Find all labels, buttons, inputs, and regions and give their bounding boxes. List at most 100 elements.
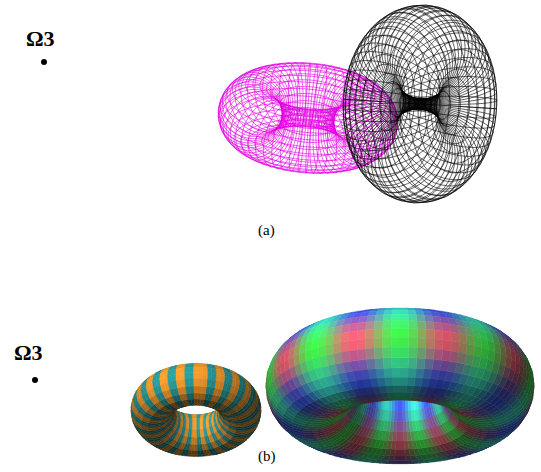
surface-patch <box>406 401 409 411</box>
mesh-line <box>418 40 495 173</box>
surface-patch <box>168 375 173 383</box>
surface-patch <box>216 416 218 423</box>
mesh-line <box>425 50 491 164</box>
mesh-line <box>248 124 364 171</box>
surface-patch <box>203 367 208 373</box>
surface-patch <box>397 411 400 421</box>
surface-patch <box>185 367 190 373</box>
surface-patch <box>194 364 198 367</box>
mesh-line <box>381 10 491 200</box>
mesh-line <box>380 82 404 123</box>
surface-patch <box>189 379 194 386</box>
surface-patch <box>189 372 194 379</box>
surface-patch <box>400 411 403 421</box>
mesh-line <box>218 82 397 155</box>
mesh-line <box>234 115 377 173</box>
mesh-line <box>350 8 460 198</box>
mesh-line <box>437 78 470 135</box>
surface-patch <box>216 374 221 382</box>
surface-patch <box>194 386 198 393</box>
surface-patch <box>400 461 406 464</box>
surface-patch <box>177 419 179 426</box>
surface-patch <box>403 401 406 411</box>
surface-patch <box>220 375 225 383</box>
mesh-line <box>435 69 478 144</box>
surface-patch <box>198 372 203 379</box>
mesh-line <box>345 35 422 168</box>
surface-patch <box>194 455 198 457</box>
mesh-line <box>272 80 348 111</box>
mesh-line <box>298 109 306 173</box>
mesh-line <box>363 5 477 203</box>
surface-patch <box>194 367 199 372</box>
surface-patch <box>213 419 215 426</box>
surface-patch <box>395 449 400 456</box>
surface-patch <box>185 379 190 387</box>
mesh-line <box>343 19 439 186</box>
mesh-line <box>370 73 403 130</box>
surface-patch <box>190 393 194 399</box>
surface-patch <box>392 401 395 411</box>
mesh-line <box>355 6 468 202</box>
surface-patch <box>198 379 203 386</box>
surface-patch <box>189 367 194 372</box>
mesh-line <box>390 109 469 196</box>
mesh-line <box>345 80 437 103</box>
surface-patch <box>198 364 203 367</box>
surface-patch <box>191 399 195 403</box>
surface-patch <box>194 450 197 454</box>
mesh-line <box>232 64 387 127</box>
mesh-line <box>437 85 461 126</box>
surface-patch <box>202 379 207 387</box>
surface-patch <box>148 427 155 429</box>
shaded-tori <box>131 308 534 463</box>
mesh-line <box>266 74 354 110</box>
mesh-line <box>282 108 334 129</box>
surface-patch <box>198 367 203 372</box>
surface-patch <box>190 386 194 393</box>
surface-patch <box>400 401 403 411</box>
surface-patch <box>400 449 405 456</box>
surface-patch <box>198 393 202 399</box>
surface-patch <box>189 364 194 367</box>
surface-patch <box>194 372 199 379</box>
surface-patch <box>394 456 400 461</box>
mesh-line <box>262 127 350 163</box>
mesh-line <box>372 12 451 99</box>
surface-patch <box>394 461 400 464</box>
surface-patch <box>397 401 400 411</box>
surface-patch <box>175 416 177 423</box>
surface-patch <box>214 418 216 425</box>
surface-patch <box>194 399 197 403</box>
surface-patch <box>211 373 216 380</box>
surface-patch <box>172 374 177 382</box>
mesh-line <box>355 55 409 149</box>
surface-patch <box>400 456 406 461</box>
wireframe-tori <box>218 5 497 203</box>
surface-patch <box>198 386 202 393</box>
surface-patch <box>203 372 208 379</box>
surface-patch <box>394 401 397 411</box>
mesh-line <box>402 105 494 128</box>
surface-patch <box>195 403 198 405</box>
mesh-line <box>260 69 361 110</box>
mesh-line <box>349 45 415 159</box>
mesh-line <box>346 13 450 193</box>
mesh-line <box>230 72 286 133</box>
surface-patch <box>215 417 217 424</box>
surface-patch <box>194 379 198 386</box>
surface-patch <box>180 368 185 374</box>
surface-patch <box>185 372 190 379</box>
surface-patch <box>175 417 177 424</box>
mesh-line <box>385 5 462 99</box>
surface-patch <box>194 393 198 399</box>
surface-patch <box>207 373 212 380</box>
surface-patch <box>176 373 181 380</box>
surface-patch <box>176 418 178 425</box>
mesh-line <box>378 109 455 203</box>
mesh-line <box>371 7 484 203</box>
mesh-line <box>400 23 496 190</box>
surface-patch <box>207 368 212 374</box>
surface-patch <box>236 427 243 429</box>
mesh-line <box>362 64 405 139</box>
